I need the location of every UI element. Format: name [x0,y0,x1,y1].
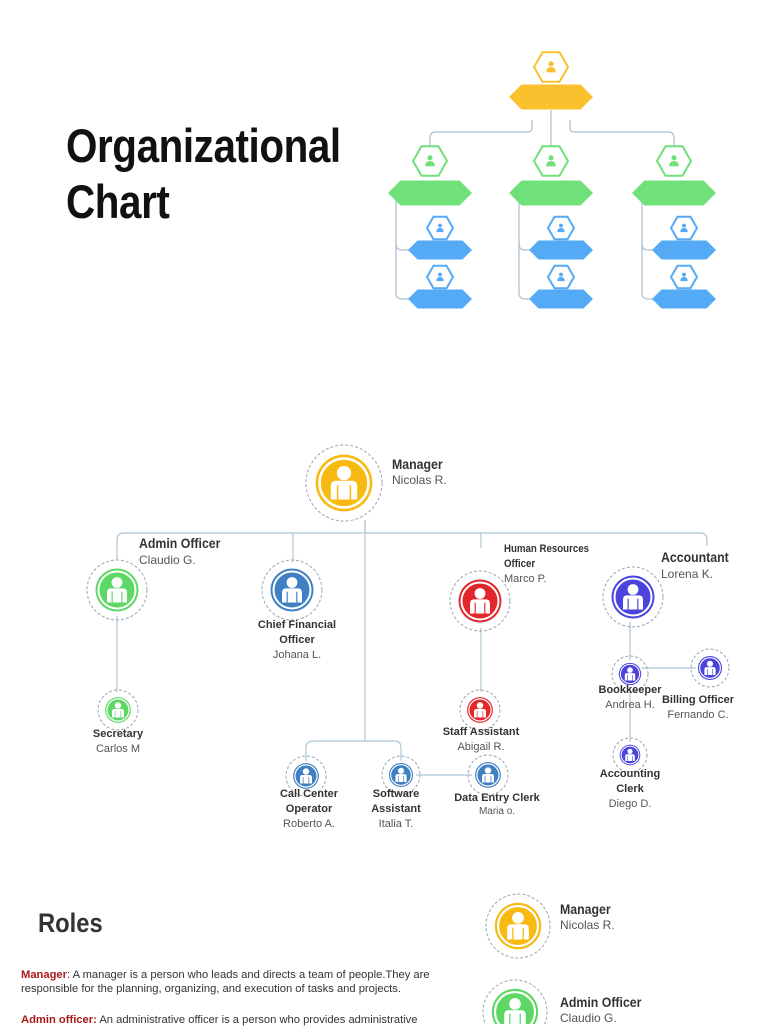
person-icon [507,912,529,940]
person-icon [474,702,486,718]
person-icon [623,584,643,610]
manager-role: Manager [392,456,443,472]
secretary-avatar [97,689,139,731]
hr-role: Human Resources Officer [504,543,590,570]
accclerk-role: Accounting Clerk [599,768,661,795]
mini-mid-banner [632,180,716,206]
legend-admin-name: Claudio G. [560,1011,617,1025]
staff-role: Staff Assistant [442,726,520,738]
admin-name: Claudio G. [139,553,196,567]
person-icon [625,748,635,761]
mini-mid-banner [388,180,472,206]
connectors [116,520,708,776]
role-description-manager: Manager: A manager is a person who leads… [21,968,441,996]
accountant-name: Lorena K. [661,567,714,581]
mini-leaf-hex [669,215,699,241]
manager-avatar [305,444,383,522]
admin-role: Admin Officer [139,535,221,551]
legend-admin-role: Admin Officer [560,994,642,1010]
cfo-role: Chief Financial Officer [257,619,337,646]
mini-leaf-hex [546,264,576,290]
mini-mid-banner [509,180,593,206]
legend-admin-avatar [482,979,548,1024]
roles-heading: Roles [38,908,103,938]
mini-leaf-hex [425,215,455,241]
mini-top-hex [532,51,570,83]
accclerk-name: Diego D. [608,798,652,810]
mini-leaf-hex [546,215,576,241]
dataentry-avatar [467,754,509,796]
role-text: An administrative officer is a person wh… [96,1014,418,1026]
cfo-avatar [261,559,323,621]
person-icon [300,768,312,784]
mini-mid-hex [411,145,449,177]
billing-name: Fernando C. [667,709,729,721]
person-icon [482,767,494,783]
mini-leaf-banner [408,240,472,260]
cfo-name: Johana L. [272,649,322,661]
secretary-name: Carlos M [95,743,141,755]
person-icon [330,465,358,500]
callcenter-name: Roberto A. [283,818,335,830]
mini-leaf-banner [652,240,716,260]
role-term: Admin officer: [21,1014,97,1026]
legend-manager-avatar [485,893,551,959]
callcenter-role: Call Center Operator [279,788,339,815]
software-name: Italia T. [378,818,414,830]
secretary-role: Secretary [92,728,144,740]
person-icon [704,660,716,675]
bookkeeper-avatar [611,655,649,693]
accountant-avatar [602,566,664,628]
staff-name: Abigail R. [457,741,505,753]
title-line-2: Chart [66,175,170,228]
billing-avatar [690,648,730,688]
mini-leaf-hex [669,264,699,290]
person-icon [282,577,302,603]
software-role: Software Assistant [371,788,421,815]
person-icon [624,667,636,681]
software-avatar [381,755,421,795]
staff-avatar [459,689,501,731]
accountant-role: Accountant [661,549,729,565]
manager-name: Nicolas R. [392,473,447,487]
mini-mid-hex [532,145,570,177]
role-description-admin: Admin officer: An administrative officer… [21,1013,441,1027]
dataentry-role: Data Entry Clerk [454,792,540,804]
person-icon [107,577,127,603]
bookkeeper-name: Andrea H. [605,699,655,711]
bookkeeper-role: Bookkeeper [598,684,662,696]
title-line-1: Organizational [66,119,341,172]
legend-manager-role: Manager [560,901,611,917]
role-term: Manager [21,969,68,981]
mini-leaf-hex [425,264,455,290]
dataentry-name: Maria o. [478,806,516,817]
callcenter-avatar [285,755,327,797]
mini-mid-hex [655,145,693,177]
person-icon [504,998,526,1024]
page-title: Organizational Chart [66,118,341,230]
mini-leaf-banner [529,240,593,260]
role-text: : A manager is a person who leads and di… [21,969,430,995]
person-icon [395,767,407,782]
mini-top-banner [509,84,593,110]
mini-leaf-banner [408,289,472,309]
mini-leaf-banner [652,289,716,309]
legend-manager-name: Nicolas R. [560,918,615,932]
person-icon [112,702,124,718]
mini-leaf-banner [529,289,593,309]
accclerk-avatar [612,737,648,773]
billing-role: Billing Officer [661,694,735,706]
hr-name: Marco P. [504,573,547,585]
mini-org-illustration [388,51,716,309]
hr-avatar [449,570,511,632]
person-icon [470,588,490,614]
admin-avatar [86,559,148,621]
